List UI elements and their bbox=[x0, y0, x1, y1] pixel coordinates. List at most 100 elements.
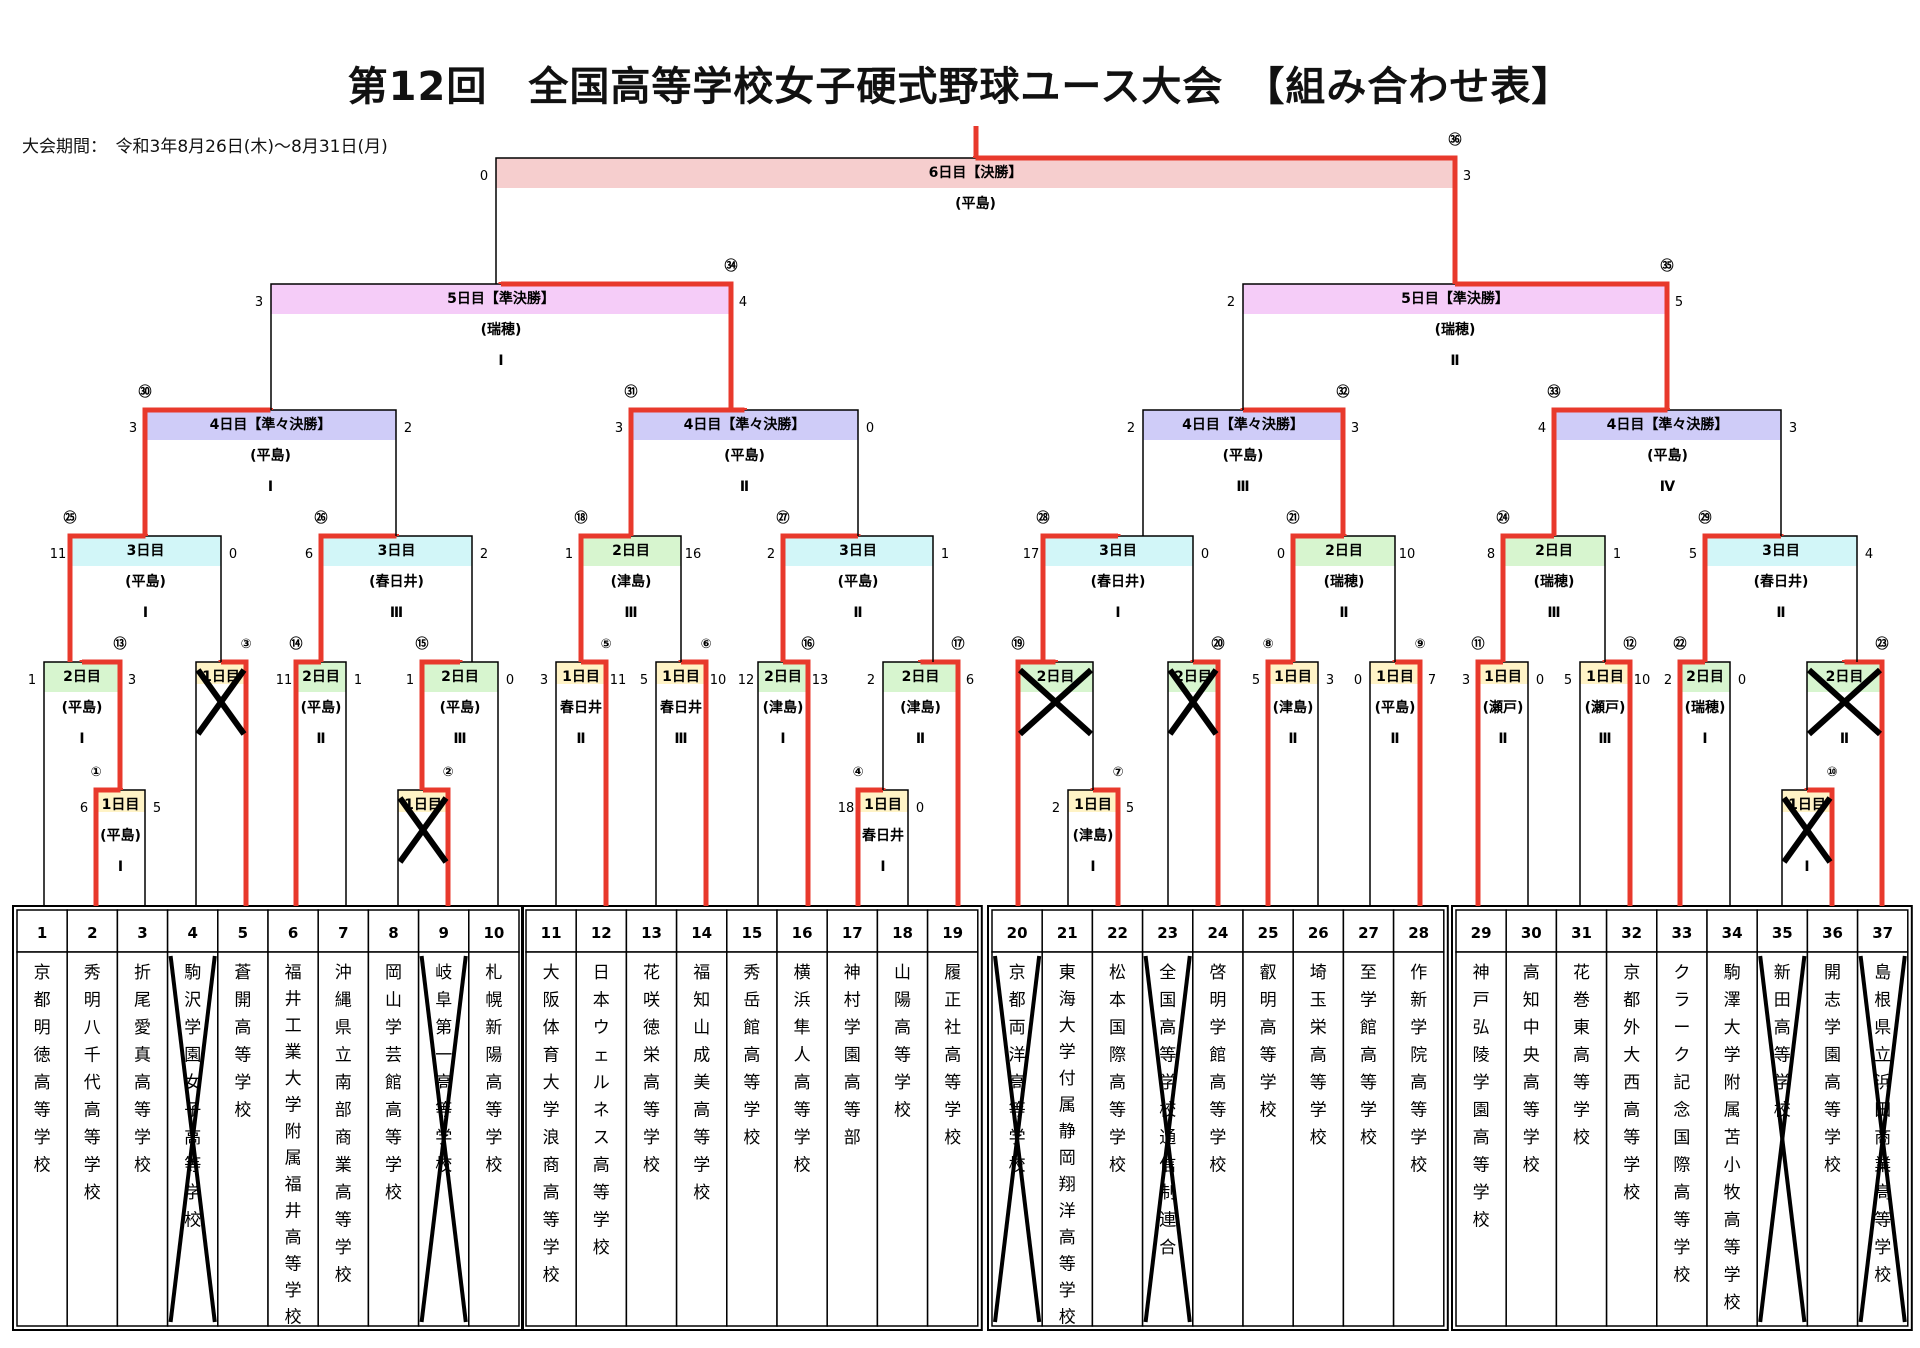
score-right: 4 bbox=[1865, 547, 1873, 562]
school-name: 啓明学館高等学校 bbox=[1209, 963, 1226, 1176]
winner-path bbox=[1500, 533, 1554, 662]
score-right: 0 bbox=[229, 547, 237, 562]
match-field: Ⅱ bbox=[740, 479, 749, 495]
match-venue: (春日井) bbox=[1754, 573, 1809, 590]
school-name: クラーク記念国際高等学校 bbox=[1673, 963, 1690, 1286]
school-name-cell bbox=[1292, 951, 1345, 1327]
winner-path bbox=[318, 533, 397, 662]
school-number-cell bbox=[1505, 909, 1558, 953]
match-day-label: 1日目 bbox=[662, 669, 700, 685]
school-name: 開志学園高等学校 bbox=[1824, 963, 1841, 1176]
school-name: 駒澤大学附属苫小牧高等学校 bbox=[1724, 963, 1741, 1313]
school-number: 17 bbox=[842, 924, 863, 942]
withdrawn-cross bbox=[993, 955, 1042, 1323]
match-number: ⑳ bbox=[1211, 636, 1224, 652]
score-right: 2 bbox=[480, 547, 488, 562]
match-day-label: 1日目 bbox=[1586, 669, 1624, 685]
school-number: 12 bbox=[591, 924, 612, 942]
school-name-cell bbox=[625, 951, 678, 1327]
tournament-period: 大会期間： 令和3年8月26日(木)～8月31日(月) bbox=[22, 137, 388, 157]
score-left: 4 bbox=[1538, 421, 1546, 436]
cancelled-cross bbox=[1167, 668, 1219, 736]
match-header-band bbox=[1478, 662, 1528, 684]
match-number: ㉖ bbox=[314, 510, 327, 526]
match-number: ㉝ bbox=[1547, 384, 1560, 400]
match-header-band bbox=[44, 662, 120, 692]
school-number-cell bbox=[217, 909, 269, 953]
match-header-band bbox=[581, 536, 681, 566]
school-name-cell bbox=[1555, 951, 1608, 1327]
score-left: 3 bbox=[1462, 673, 1470, 688]
match-venue: (瀬戸) bbox=[1585, 699, 1626, 716]
school-name: 松本国際高等学校 bbox=[1109, 963, 1126, 1176]
score-right: 3 bbox=[1326, 673, 1334, 688]
match-header-band bbox=[96, 790, 145, 812]
score-left: 3 bbox=[540, 673, 548, 688]
match-day-label: 2日目 bbox=[612, 543, 650, 559]
score-left: 11 bbox=[276, 673, 293, 688]
school-number: 10 bbox=[483, 924, 504, 942]
school-number-cell bbox=[468, 909, 520, 953]
match-venue: (津島) bbox=[611, 573, 652, 590]
winner-path bbox=[1040, 533, 1118, 662]
match-number: ⑦ bbox=[1112, 765, 1123, 780]
school-number: 9 bbox=[438, 924, 448, 942]
winner-path bbox=[142, 407, 271, 536]
match-bracket-frame bbox=[43, 661, 121, 906]
school-name-cell bbox=[525, 951, 577, 1327]
school-number: 25 bbox=[1258, 924, 1279, 942]
match-venue: (平島) bbox=[250, 447, 291, 464]
match-venue: (平島) bbox=[838, 573, 879, 590]
match-number: ⑨ bbox=[1414, 637, 1425, 652]
school-name: 履正社高等学校 bbox=[944, 963, 961, 1148]
match-venue: (津島) bbox=[1273, 699, 1314, 716]
school-number: 6 bbox=[288, 924, 298, 942]
school-name: 神戸弘陵学園高等学校 bbox=[1473, 963, 1490, 1231]
match-day-label: 1日目 bbox=[404, 797, 442, 813]
match-header-band bbox=[1293, 536, 1395, 566]
match-day-label: 4日目【準々決勝】 bbox=[1607, 416, 1729, 433]
match-header-band bbox=[556, 662, 606, 684]
match-field: Ⅱ bbox=[853, 605, 862, 621]
winner-path bbox=[1807, 787, 1835, 906]
score-left: 5 bbox=[640, 673, 648, 688]
school-name: 秀岳館高等学校 bbox=[743, 963, 760, 1148]
winner-path bbox=[419, 659, 460, 790]
score-right: 4 bbox=[739, 295, 747, 310]
winner-path bbox=[293, 659, 321, 906]
winner-path bbox=[93, 787, 121, 906]
school-name-cell bbox=[1041, 951, 1094, 1327]
school-name: 日本ウェルネス高等学校 bbox=[593, 963, 610, 1258]
match-header-band bbox=[1554, 410, 1781, 440]
match-bracket-frame bbox=[295, 661, 347, 906]
withdrawn-cross bbox=[419, 955, 468, 1323]
match-header-band bbox=[1068, 790, 1118, 812]
school-number-cell bbox=[116, 909, 169, 953]
match-day-label: 1日目 bbox=[1788, 797, 1826, 813]
school-number-cell bbox=[1242, 909, 1294, 953]
match-venue: (平島) bbox=[62, 699, 103, 716]
match-number: ⑮ bbox=[415, 636, 428, 652]
match-header-band bbox=[271, 284, 731, 314]
cancelled-cross bbox=[1806, 667, 1883, 737]
match-header-band bbox=[321, 536, 472, 566]
school-name-cell bbox=[1192, 951, 1244, 1327]
school-name: 京都外大西高等学校 bbox=[1623, 963, 1640, 1203]
